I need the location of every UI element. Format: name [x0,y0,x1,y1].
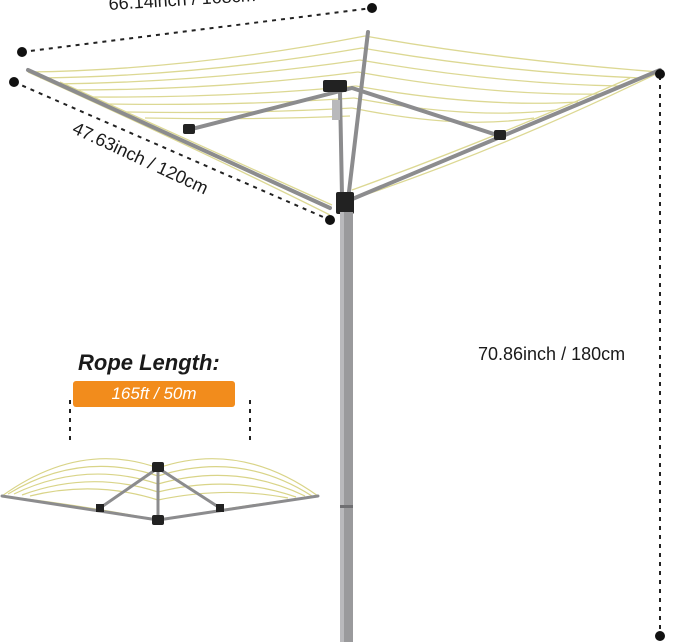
clothes-lines [27,35,661,216]
height-dimension-label: 70.86inch / 180cm [478,344,626,364]
hub-connectors [183,80,506,214]
dimension-lines [13,7,661,636]
rope-inset-dryer [0,458,320,525]
rope-length-title: Rope Length: [78,350,220,375]
dimension-endpoints [9,3,665,641]
pole [340,212,353,642]
rope-length-badge: 165ft / 50m [73,381,235,407]
dryer-arms [26,30,662,210]
